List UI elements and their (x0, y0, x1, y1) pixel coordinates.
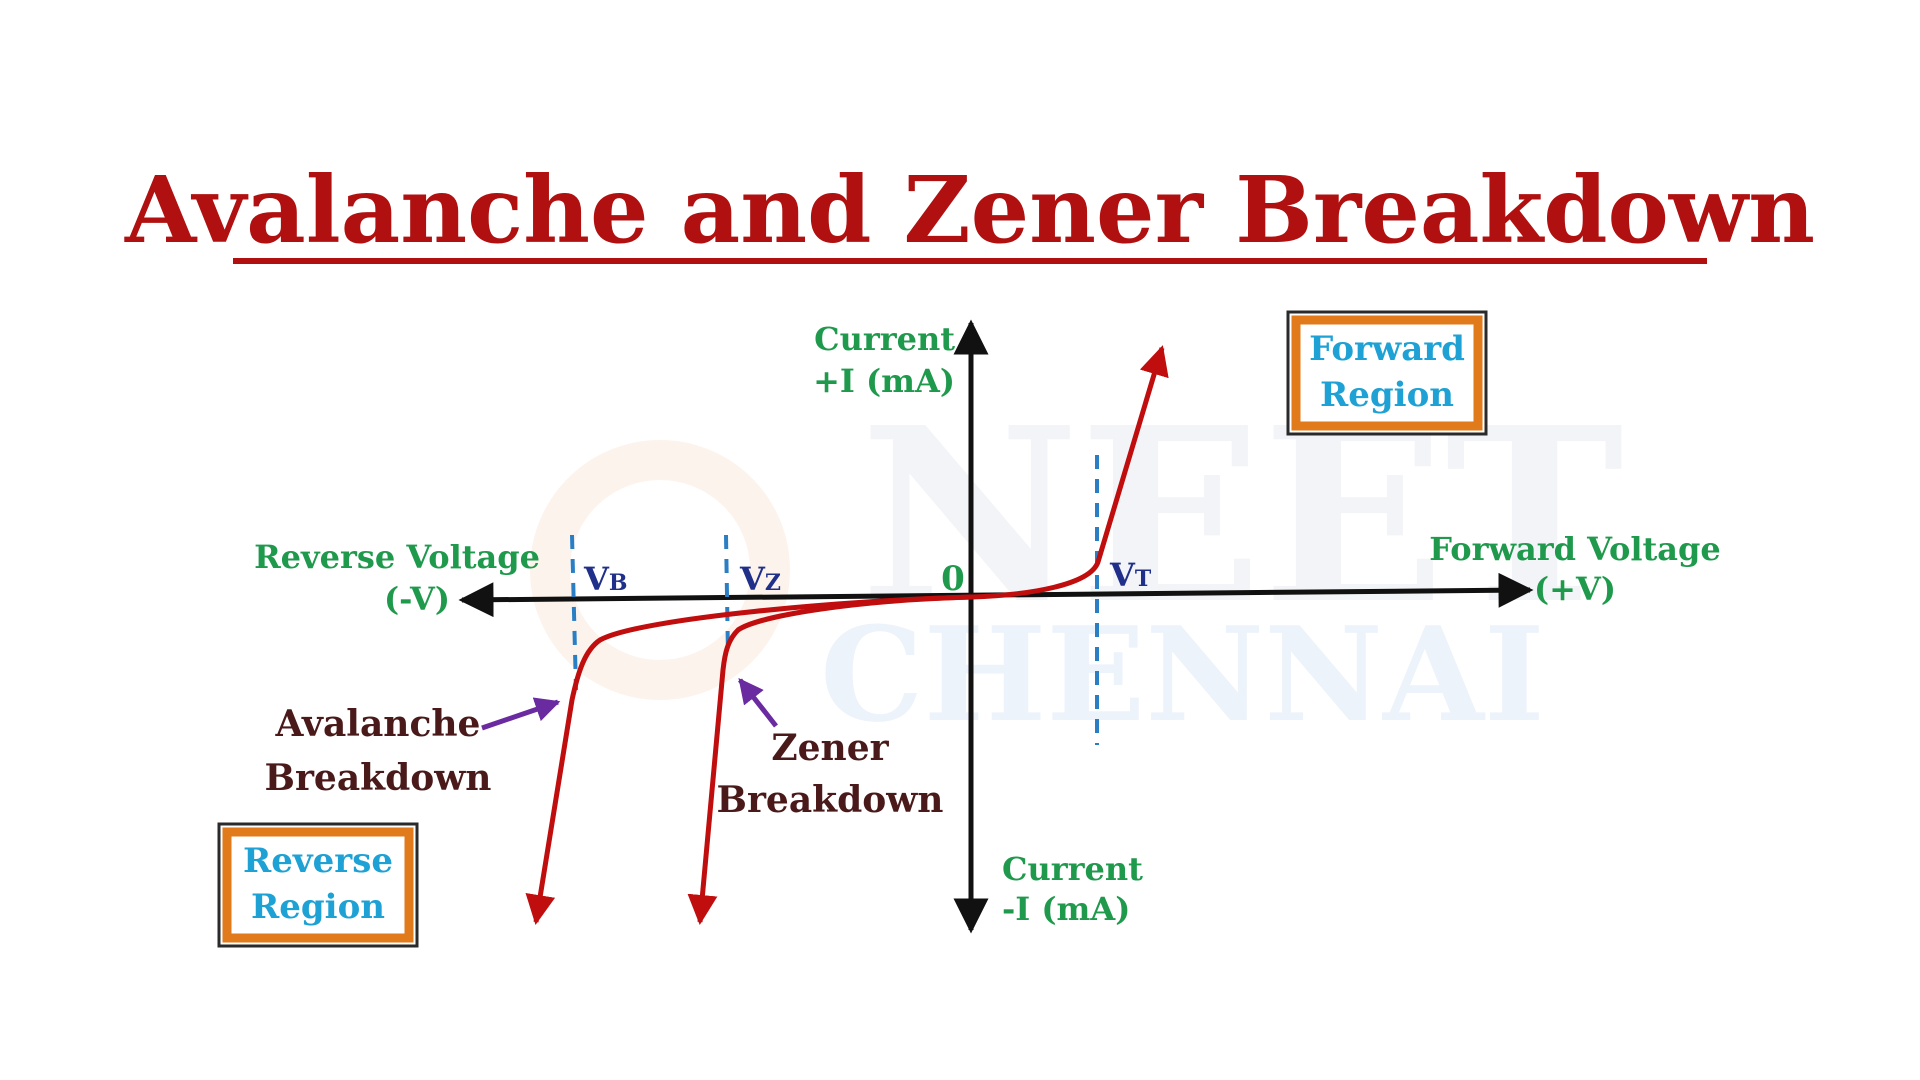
watermark-ring (530, 440, 790, 700)
title-underline (233, 258, 1707, 264)
vz-label-main: V (739, 560, 766, 598)
y-positive-label-line1: Current (814, 320, 955, 358)
origin-label: 0 (941, 559, 965, 599)
x-negative-label-line1: Reverse Voltage (254, 538, 540, 576)
vt-label-main: V (1109, 556, 1136, 594)
reverse-region-border (222, 827, 414, 943)
vb-label: VB (583, 560, 627, 598)
avalanche-pointer-arrow (481, 697, 561, 731)
avalanche-label-line2: Breakdown (265, 757, 492, 799)
reverse-region-box: Reverse Region (217, 822, 419, 948)
zener-pointer-arrow (738, 678, 778, 728)
vz-label: VZ (739, 560, 781, 598)
zener-curve (687, 594, 973, 925)
y-positive-label-line2: +I (mA) (813, 362, 955, 400)
zener-label-line1: Zener (771, 727, 889, 769)
avalanche-label-line1: Avalanche (275, 703, 481, 745)
y-negative-label-line1: Current (1002, 850, 1143, 888)
vb-label-main: V (583, 560, 610, 598)
reverse-region-line2: Region (251, 887, 385, 927)
x-positive-label-line2: (+V) (1534, 570, 1616, 608)
forward-region-box: Forward Region (1286, 310, 1488, 436)
reverse-region-line1: Reverse (243, 841, 393, 881)
vz-label-sub: Z (765, 570, 781, 596)
y-negative-label-line2: -I (mA) (1002, 890, 1130, 928)
forward-region-border (1291, 315, 1483, 431)
vz-dashed-line (724, 534, 730, 656)
page-title: Avalanche and Zener Breakdown (124, 156, 1815, 264)
forward-region-line1: Forward (1309, 329, 1465, 369)
x-negative-label-line2: (-V) (384, 580, 450, 618)
forward-region-line2: Region (1320, 375, 1454, 415)
vb-dashed-line (570, 534, 578, 691)
vb-label-sub: B (609, 570, 628, 596)
forward-curve (971, 345, 1169, 600)
vt-label: VT (1109, 556, 1152, 594)
x-positive-label-line1: Forward Voltage (1429, 530, 1720, 568)
watermark-line2: CHENNAI (820, 598, 1545, 751)
vt-label-sub: T (1135, 566, 1152, 592)
zener-label-line2: Breakdown (717, 779, 944, 821)
